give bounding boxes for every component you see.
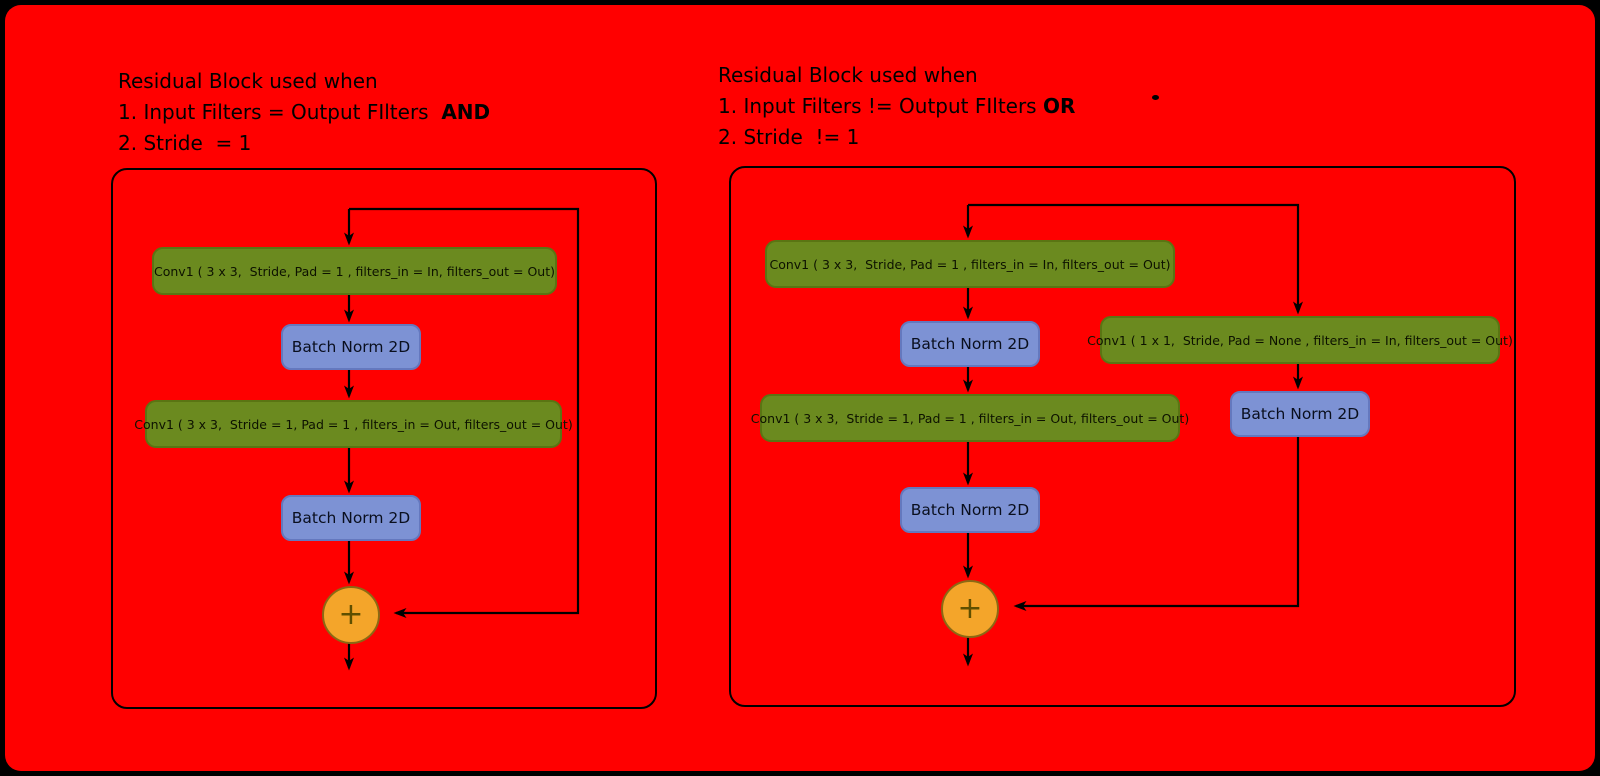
right-conv2-box: Conv1 ( 3 x 3, Stride = 1, Pad = 1 , fil… xyxy=(751,394,1189,442)
right-block-frame xyxy=(729,166,1516,707)
left-title-line2-text: 1. Input Filters = Output FIlters xyxy=(118,100,442,124)
right-title-line2-bold: OR xyxy=(1042,94,1076,118)
red-canvas-background xyxy=(5,5,1595,771)
right-title-line2-text: 1. Input Filters != Output FIlters xyxy=(718,94,1043,118)
right-batchnorm2-box: Batch Norm 2D xyxy=(900,487,1040,533)
right-sum-node: + xyxy=(941,580,999,638)
left-conv2-box: Conv1 ( 3 x 3, Stride = 1, Pad = 1 , fil… xyxy=(134,400,573,448)
right-title-line1: Residual Block used when xyxy=(718,63,978,87)
left-conv1-box: Conv1 ( 3 x 3, Stride, Pad = 1 , filters… xyxy=(152,247,557,295)
left-title-line2: 1. Input Filters = Output FIlters AND xyxy=(118,97,490,128)
left-title-line3: 2. Stride = 1 xyxy=(118,131,252,155)
right-skip-batchnorm-box: Batch Norm 2D xyxy=(1230,391,1370,437)
left-block-frame xyxy=(111,168,657,709)
left-panel-title: Residual Block used when 1. Input Filter… xyxy=(118,66,490,159)
right-skip-conv-box: Conv1 ( 1 x 1, Stride, Pad = None , filt… xyxy=(1087,316,1513,364)
left-batchnorm2-box: Batch Norm 2D xyxy=(281,495,421,541)
right-conv1-box: Conv1 ( 3 x 3, Stride, Pad = 1 , filters… xyxy=(765,240,1175,288)
right-panel-title: Residual Block used when 1. Input Filter… xyxy=(718,60,1075,153)
left-title-line2-bold: AND xyxy=(441,100,491,124)
right-title-line3: 2. Stride != 1 xyxy=(718,125,860,149)
right-title-line2: 1. Input Filters != Output FIlters OR xyxy=(718,91,1075,122)
left-sum-node: + xyxy=(322,586,380,644)
left-title-line1: Residual Block used when xyxy=(118,69,378,93)
left-batchnorm1-box: Batch Norm 2D xyxy=(281,324,421,370)
stray-dot-mark xyxy=(1152,95,1159,100)
right-batchnorm1-box: Batch Norm 2D xyxy=(900,321,1040,367)
